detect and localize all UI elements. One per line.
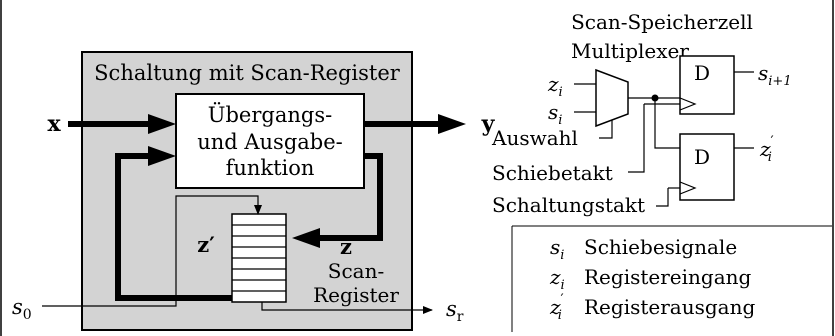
legend-sym-1: si xyxy=(550,235,564,263)
cell-title: Scan-Speicherzell xyxy=(571,10,753,34)
feedback-right-arrowhead xyxy=(292,228,320,248)
s0-label: s0 xyxy=(12,295,32,323)
mux-out-ff2 xyxy=(654,98,680,149)
scan-register-label-2: Register xyxy=(313,283,399,307)
legend-text-2: Registereingang xyxy=(584,265,752,289)
mux-in-s-label: si xyxy=(548,100,562,128)
schiebetakt-line xyxy=(628,104,645,173)
legend-row-2: zi Registereingang xyxy=(549,265,752,293)
schaltungstakt-line xyxy=(656,188,669,207)
d-flipflop-2 xyxy=(679,133,735,201)
legend-sym-3: z′i xyxy=(549,292,564,323)
input-x-arrowhead xyxy=(148,114,176,134)
mux-label: Multiplexer xyxy=(571,39,689,63)
legend-box xyxy=(512,226,832,332)
function-block xyxy=(175,93,365,189)
feedback-left-line xyxy=(115,153,232,301)
sr-label: sr xyxy=(446,297,464,325)
legend-row-1: si Schiebesignale xyxy=(550,235,737,263)
ff1-label: D xyxy=(694,61,710,85)
function-label-3: funktion xyxy=(226,156,315,180)
auswahl-label: Auswahl xyxy=(491,126,578,150)
mux-in-z-label: zi xyxy=(547,72,563,100)
schiebetakt-label: Schiebetakt xyxy=(492,161,613,185)
scan-register-label-1: Scan- xyxy=(328,259,384,283)
z-label: z xyxy=(340,234,352,259)
output-y-label: y xyxy=(481,111,496,137)
legend-sym-2: zi xyxy=(549,265,565,293)
schaltungstakt-label: Schaltungstakt xyxy=(492,193,645,217)
ff2-out-label: z′i xyxy=(759,134,774,165)
legend-row-3: z′i Registerausgang xyxy=(549,292,755,323)
scan-register-cells xyxy=(232,224,286,292)
auswahl-line xyxy=(599,120,613,139)
d-flipflop-1 xyxy=(679,55,735,115)
function-label-1: Übergangs- xyxy=(208,102,332,127)
z-prime-label: z′ xyxy=(197,232,215,257)
ff1-out-label: si+1 xyxy=(758,61,792,89)
input-x-label: x xyxy=(47,111,61,137)
ff2-clock-symbol xyxy=(679,181,697,195)
ff1-clock-symbol xyxy=(679,97,697,111)
scan-in-line xyxy=(42,195,262,307)
legend-text-1: Schiebesignale xyxy=(584,235,737,259)
ff2-label: D xyxy=(694,145,710,169)
legend-text-3: Registerausgang xyxy=(584,295,755,319)
circuit-title: Schaltung mit Scan-Register xyxy=(94,61,401,85)
output-y-arrowhead xyxy=(438,114,466,134)
feedback-left-arrowhead xyxy=(148,146,176,166)
multiplexer xyxy=(595,68,629,128)
function-label-2: und Ausgabe- xyxy=(197,130,343,154)
feedback-right-line xyxy=(318,153,383,241)
scan-out-line xyxy=(261,302,433,314)
